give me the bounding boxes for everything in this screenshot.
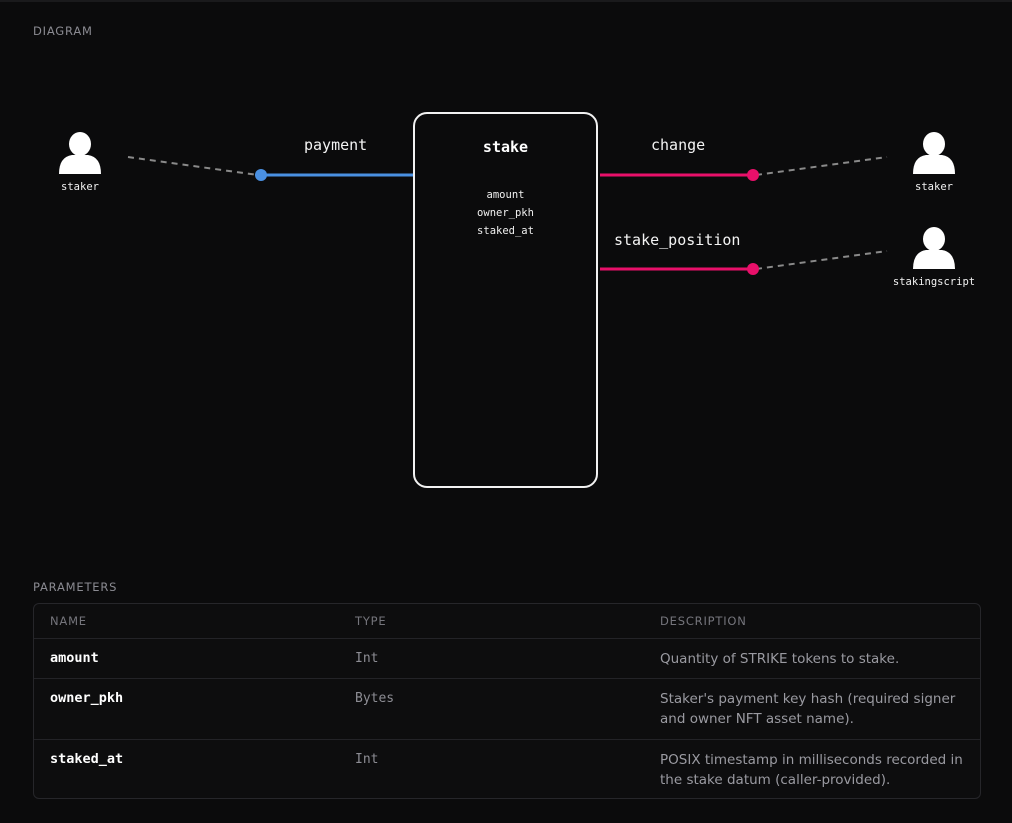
param-description: Quantity of STRIKE tokens to stake. [660,651,900,667]
stake-position-flow-label: stake_position [614,231,741,249]
table-row: staked_at Int POSIX timestamp in millise… [34,740,980,798]
table-header: NAME TYPE DESCRIPTION [34,604,980,639]
param-name: staked_at [50,751,124,767]
parameters-section-label: PARAMETERS [33,580,118,594]
column-header-type: TYPE [355,614,387,628]
diagram-section-label: DIAGRAM [33,24,93,38]
change-flow-dot [747,169,759,181]
param-type: Bytes [355,691,395,706]
output-actor-connector-1 [755,156,888,176]
param-description: Staker's payment key hash (required sign… [660,691,956,727]
transaction-field: owner_pkh [477,207,534,219]
transaction-field: staked_at [477,225,534,237]
input-actor-label: staker [61,181,99,193]
change-flow-label: change [651,136,706,154]
user-icon [913,227,955,269]
user-icon [59,132,101,174]
payment-flow-dot [255,169,267,181]
diagram-lines [59,132,955,275]
input-actor-connector [127,156,259,176]
column-header-description: DESCRIPTION [660,614,747,628]
param-name: owner_pkh [50,690,124,706]
payment-flow-label: payment [304,136,368,154]
parameters-table: NAME TYPE DESCRIPTION amount Int Quantit… [33,603,981,799]
output-actor-label-2: stakingscript [892,276,976,288]
top-divider [0,0,1012,2]
column-header-name: NAME [50,614,87,628]
transaction-fields: amount owner_pkh staked_at [415,186,596,240]
stake-position-flow-dot [747,263,759,275]
output-actor-label-1: staker [915,181,953,193]
transaction-diagram: staker staker stakingscript payment chan… [59,112,976,488]
table-row: amount Int Quantity of STRIKE tokens to … [34,639,980,679]
param-type: Int [355,752,379,767]
param-name: amount [50,650,99,666]
transaction-box: stake amount owner_pkh staked_at [413,112,598,488]
param-type: Int [355,651,379,666]
table-row: owner_pkh Bytes Staker's payment key has… [34,679,980,740]
transaction-title: stake [482,138,529,156]
param-description: POSIX timestamp in milliseconds recorded… [660,752,963,788]
output-actor-connector-2 [755,250,888,270]
transaction-field: amount [486,189,525,201]
user-icon [913,132,955,174]
